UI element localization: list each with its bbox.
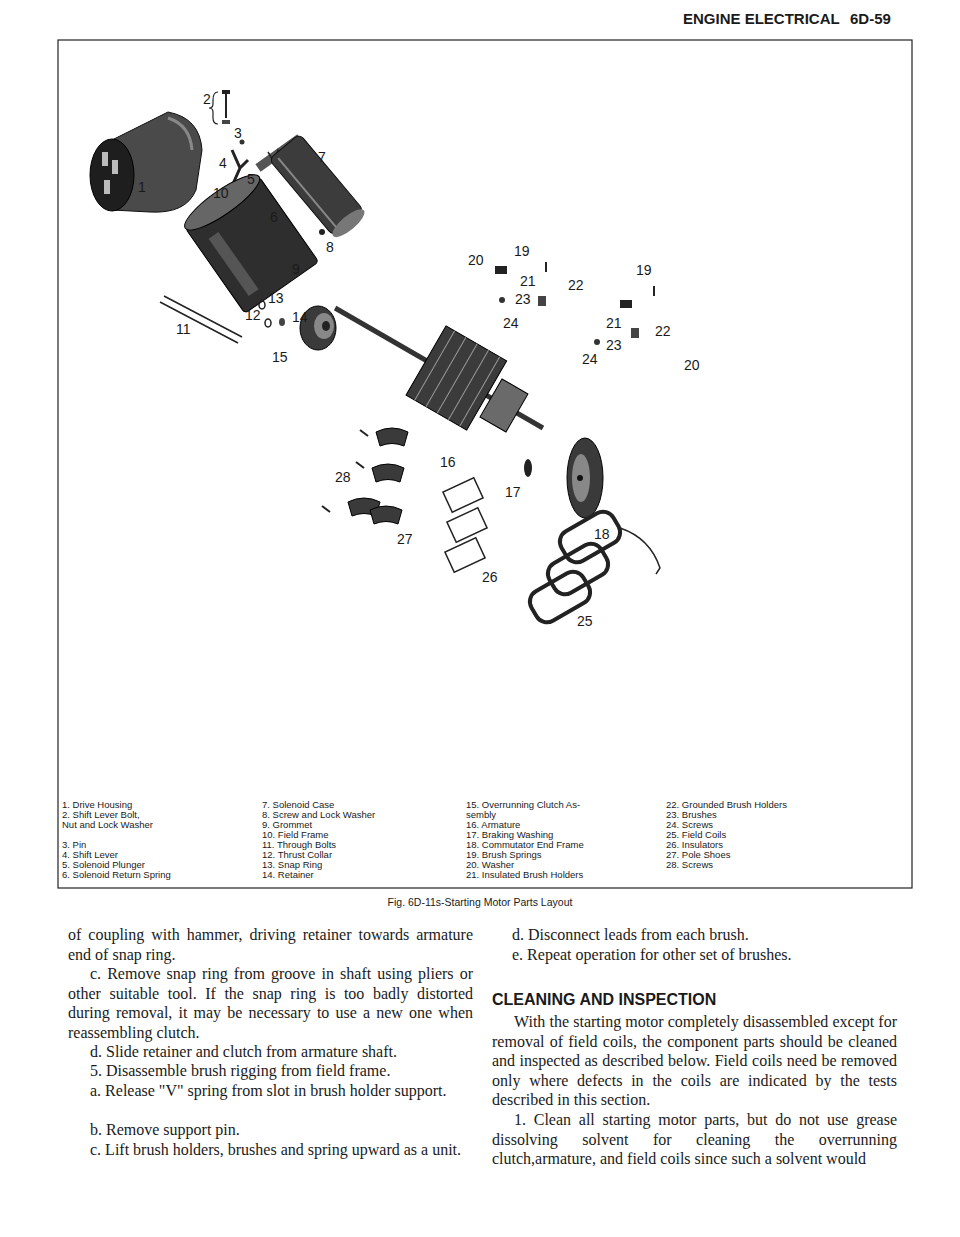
callout-number: 18 [594, 527, 624, 542]
callout-number: 7 [318, 150, 348, 165]
callout-number: 13 [268, 291, 298, 306]
parts-list-entry: 19. Brush Springs [466, 850, 646, 860]
callout-number: 4 [219, 156, 249, 171]
parts-list-entry: 10. Field Frame [262, 830, 442, 840]
drive-housing [90, 112, 202, 212]
brush-set [495, 262, 654, 345]
parts-list-entry: 28. Screws [666, 860, 866, 870]
parts-list-entry: 4. Shift Lever [62, 850, 242, 860]
callout-number: 11 [176, 322, 206, 337]
callout-number: 25 [577, 614, 607, 629]
parts-list-entry: 8. Screw and Lock Washer [262, 810, 442, 820]
body-paragraph: d. Slide retainer and clutch from armatu… [68, 1042, 473, 1062]
parts-list-entry: 23. Brushes [666, 810, 866, 820]
parts-list-entry: 27. Pole Shoes [666, 850, 866, 860]
callout-number: 27 [397, 532, 427, 547]
callout-number: 3 [234, 126, 264, 141]
parts-list-entry: 22. Grounded Brush Holders [666, 800, 866, 810]
parts-list-entry: 18. Commutator End Frame [466, 840, 646, 850]
pole-shoes [322, 390, 441, 524]
callout-number: 20 [468, 253, 498, 268]
through-bolts [164, 296, 242, 337]
body-paragraph: d. Disconnect leads from each brush. [492, 925, 897, 945]
parts-list-entry: 15. Overrunning Clutch As- sembly [466, 800, 606, 820]
parts-list-entry: 1. Drive Housing [62, 800, 242, 810]
callout-number: 26 [482, 570, 512, 585]
parts-list-entry: 16. Armature [466, 820, 646, 830]
callout-number: 9 [292, 262, 322, 277]
parts-list-entry: 9. Grommet [262, 820, 442, 830]
parts-list-entry: 26. Insulators [666, 840, 866, 850]
callout-number: 10 [213, 186, 243, 201]
running-header: ENGINE ELECTRICAL [683, 10, 853, 28]
callout-number: 12 [245, 308, 275, 323]
through-bolts [160, 302, 238, 343]
parts-list-entry: 6. Solenoid Return Spring [62, 870, 242, 880]
callout-number: 2 [203, 92, 233, 107]
parts-list-entry: 21. Insulated Brush Holders [466, 870, 646, 880]
body-paragraph: 1. Clean all starting motor parts, but d… [492, 1110, 897, 1169]
callout-number: 16 [440, 455, 470, 470]
parts-list-entry: 3. Pin [62, 840, 242, 850]
callout-number: 21 [606, 316, 636, 331]
insulators [443, 478, 487, 572]
callout-number: 1 [138, 180, 168, 195]
section-heading: CLEANING AND INSPECTION [492, 990, 897, 1009]
callout-number: 24 [503, 316, 533, 331]
callout-number: 5 [247, 172, 277, 187]
figure-frame [58, 40, 912, 888]
parts-list-entry: 25. Field Coils [666, 830, 866, 840]
field-coils [526, 507, 660, 626]
callout-number: 24 [582, 352, 612, 367]
body-paragraph: c. Lift brush holders, brushes and sprin… [68, 1140, 473, 1160]
callout-number: 19 [636, 263, 666, 278]
callout-number: 20 [684, 358, 714, 373]
callout-number: 22 [655, 324, 685, 339]
callout-number: 22 [568, 278, 598, 293]
callout-number: 8 [326, 240, 356, 255]
parts-list-entry: 2. Shift Lever Bolt, Nut and Lock Washer [62, 810, 154, 830]
braking-washer [524, 459, 532, 477]
parts-list-entry: 14. Retainer [262, 870, 442, 880]
armature [315, 273, 563, 462]
body-paragraph: of coupling with hammer, driving retaine… [68, 925, 473, 964]
body-paragraph: e. Repeat operation for other set of bru… [492, 945, 897, 965]
parts-list-entry: 5. Solenoid Plunger [62, 860, 242, 870]
callout-number: 17 [505, 485, 535, 500]
callout-number: 19 [514, 244, 544, 259]
parts-list-entry: 13. Snap Ring [262, 860, 442, 870]
commutator-end-frame [567, 438, 603, 518]
body-paragraph: With the starting motor completely disas… [492, 1012, 897, 1110]
parts-list-entry: 11. Through Bolts [262, 840, 442, 850]
body-paragraph: c. Remove snap ring from groove in shaft… [68, 964, 473, 1042]
body-paragraph: a. Release "V" spring from slot in brush… [68, 1081, 473, 1101]
body-paragraph: 5. Disassemble brush rigging from field … [68, 1061, 473, 1081]
callout-number: 23 [606, 338, 636, 353]
callout-number: 14 [292, 310, 322, 325]
callout-number: 23 [515, 292, 545, 307]
figure-caption: Fig. 6D-11s-Starting Motor Parts Layout [260, 896, 700, 908]
retainer [279, 318, 285, 326]
callout-number: 21 [520, 274, 550, 289]
parts-list-entry: 12. Thrust Collar [262, 850, 442, 860]
parts-list-entry: 7. Solenoid Case [262, 800, 442, 810]
callout-number: 15 [272, 350, 302, 365]
screw [319, 229, 325, 235]
parts-list-entry: 24. Screws [666, 820, 866, 830]
page-number: 6D-59 [850, 10, 920, 28]
callout-number: 28 [335, 470, 365, 485]
callout-number: 6 [270, 210, 300, 225]
parts-list-entry: 17. Braking Washing [466, 830, 646, 840]
parts-list-entry: 20. Washer [466, 860, 646, 870]
body-paragraph: b. Remove support pin. [68, 1120, 473, 1140]
field-frame [178, 167, 318, 314]
thrust-collar [265, 319, 271, 327]
